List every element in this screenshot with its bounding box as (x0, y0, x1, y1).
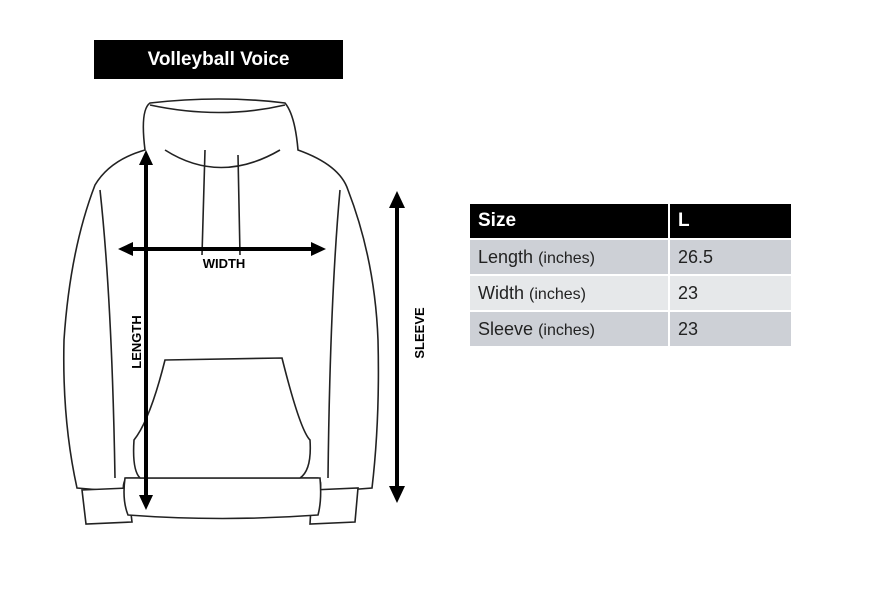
table-row: Width (inches) 23 (468, 274, 793, 312)
table-row: Sleeve (inches) 23 (468, 310, 793, 348)
length-label: LENGTH (129, 315, 144, 368)
row-value: 23 (668, 274, 793, 312)
row-unit: (inches) (538, 321, 595, 339)
header-size: Size (468, 202, 670, 240)
row-label: Width (478, 282, 525, 303)
chart-title: Volleyball Voice (94, 40, 343, 79)
sleeve-label: SLEEVE (412, 307, 427, 359)
row-value: 23 (668, 310, 793, 348)
row-unit: (inches) (538, 249, 595, 267)
row-label: Sleeve (478, 318, 534, 339)
table-row: Length (inches) 26.5 (468, 238, 793, 276)
size-table: Size L Length (inches) 26.5 Width (inche… (468, 202, 793, 348)
row-value: 26.5 (668, 238, 793, 276)
header-value: L (668, 202, 793, 240)
width-label: WIDTH (203, 256, 246, 271)
table-header-row: Size L (468, 202, 793, 240)
row-label: Length (478, 246, 534, 267)
hoodie-outline (62, 98, 380, 525)
row-unit: (inches) (529, 285, 586, 303)
